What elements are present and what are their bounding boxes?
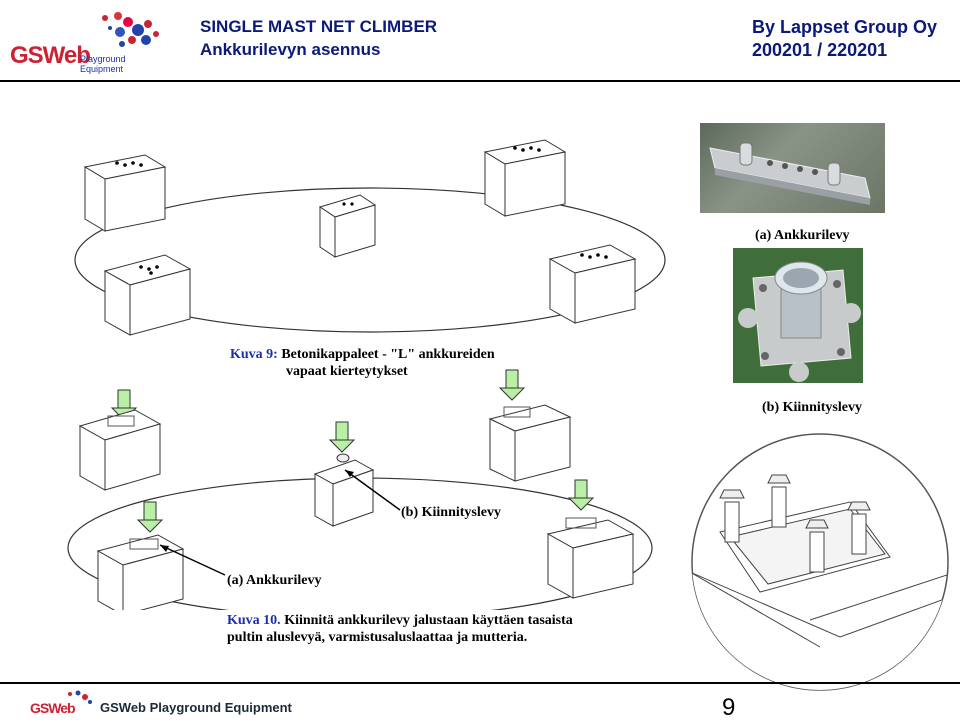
concrete-block (83, 154, 167, 232)
figure10-line2: pultin aluslevyä, varmistusaluslaattaa j… (227, 630, 528, 645)
logo-text: GSWeb (10, 42, 91, 69)
logo-subtext: Playground Equipment (80, 54, 126, 74)
photo-fixing-plate (733, 248, 863, 383)
concrete-block (546, 517, 635, 599)
figure10-line1: Kiinnitä ankkurilevy jalustaan käyttäen … (280, 613, 573, 628)
down-arrow-icon (567, 479, 595, 511)
concrete-block (483, 139, 567, 217)
anchor-plate-image (709, 142, 871, 205)
down-arrow-icon (136, 501, 164, 533)
fixing-plate-image (738, 261, 861, 382)
figure9-label: Kuva 9: (230, 347, 278, 362)
figure10-label: Kuva 10. (227, 613, 281, 628)
concrete-block (78, 409, 162, 491)
doc-subtitle: Ankkurilevyn asennus (200, 40, 381, 59)
concrete-block (313, 453, 375, 527)
figure10-callout-a: (a) Ankkurilevy (227, 573, 322, 588)
footer-logo-text: GSWeb (30, 700, 76, 716)
figure9-caption: Kuva 9: Betonikappaleet - "L" ankkureide… (230, 346, 495, 380)
down-arrow-icon (498, 369, 526, 401)
photo-b-caption: (b) Kiinnityslevy (762, 400, 862, 415)
product-code: 200201 / 220201 (752, 40, 888, 60)
detail-magnified-view (691, 433, 949, 691)
figure10-drawing (67, 369, 653, 610)
down-arrow-icon (328, 421, 356, 453)
footer-logo: GSWeb (30, 688, 100, 718)
footer-company: GSWeb Playground Equipment (100, 700, 292, 715)
gsweb-logo-icon (68, 690, 92, 704)
concrete-block (96, 534, 185, 610)
figure9-line2: vapaat kierteytykset (286, 364, 408, 379)
gsweb-logo-icon (102, 12, 159, 47)
figure9-line1: Betonikappaleet - "L" ankkureiden (277, 347, 495, 362)
concrete-block (318, 194, 377, 258)
concrete-block (548, 244, 637, 324)
concrete-block (103, 254, 192, 336)
concrete-block (488, 404, 572, 482)
doc-title: SINGLE MAST NET CLIMBER (200, 17, 438, 36)
header-divider (0, 80, 960, 82)
figure9-drawing (74, 139, 666, 336)
photo-anchor-plate (700, 123, 885, 213)
figure10-caption: Kuva 10. Kiinnitä ankkurilevy jalustaan … (227, 612, 573, 646)
page-number: 9 (722, 694, 736, 721)
figure10-callout-b: (b) Kiinnityslevy (401, 505, 501, 520)
company-name: By Lappset Group Oy (752, 17, 938, 37)
footer-divider (0, 682, 960, 684)
photo-a-caption: (a) Ankkurilevy (755, 228, 850, 243)
header-logo: GSWeb Playground Equipment (10, 6, 170, 74)
